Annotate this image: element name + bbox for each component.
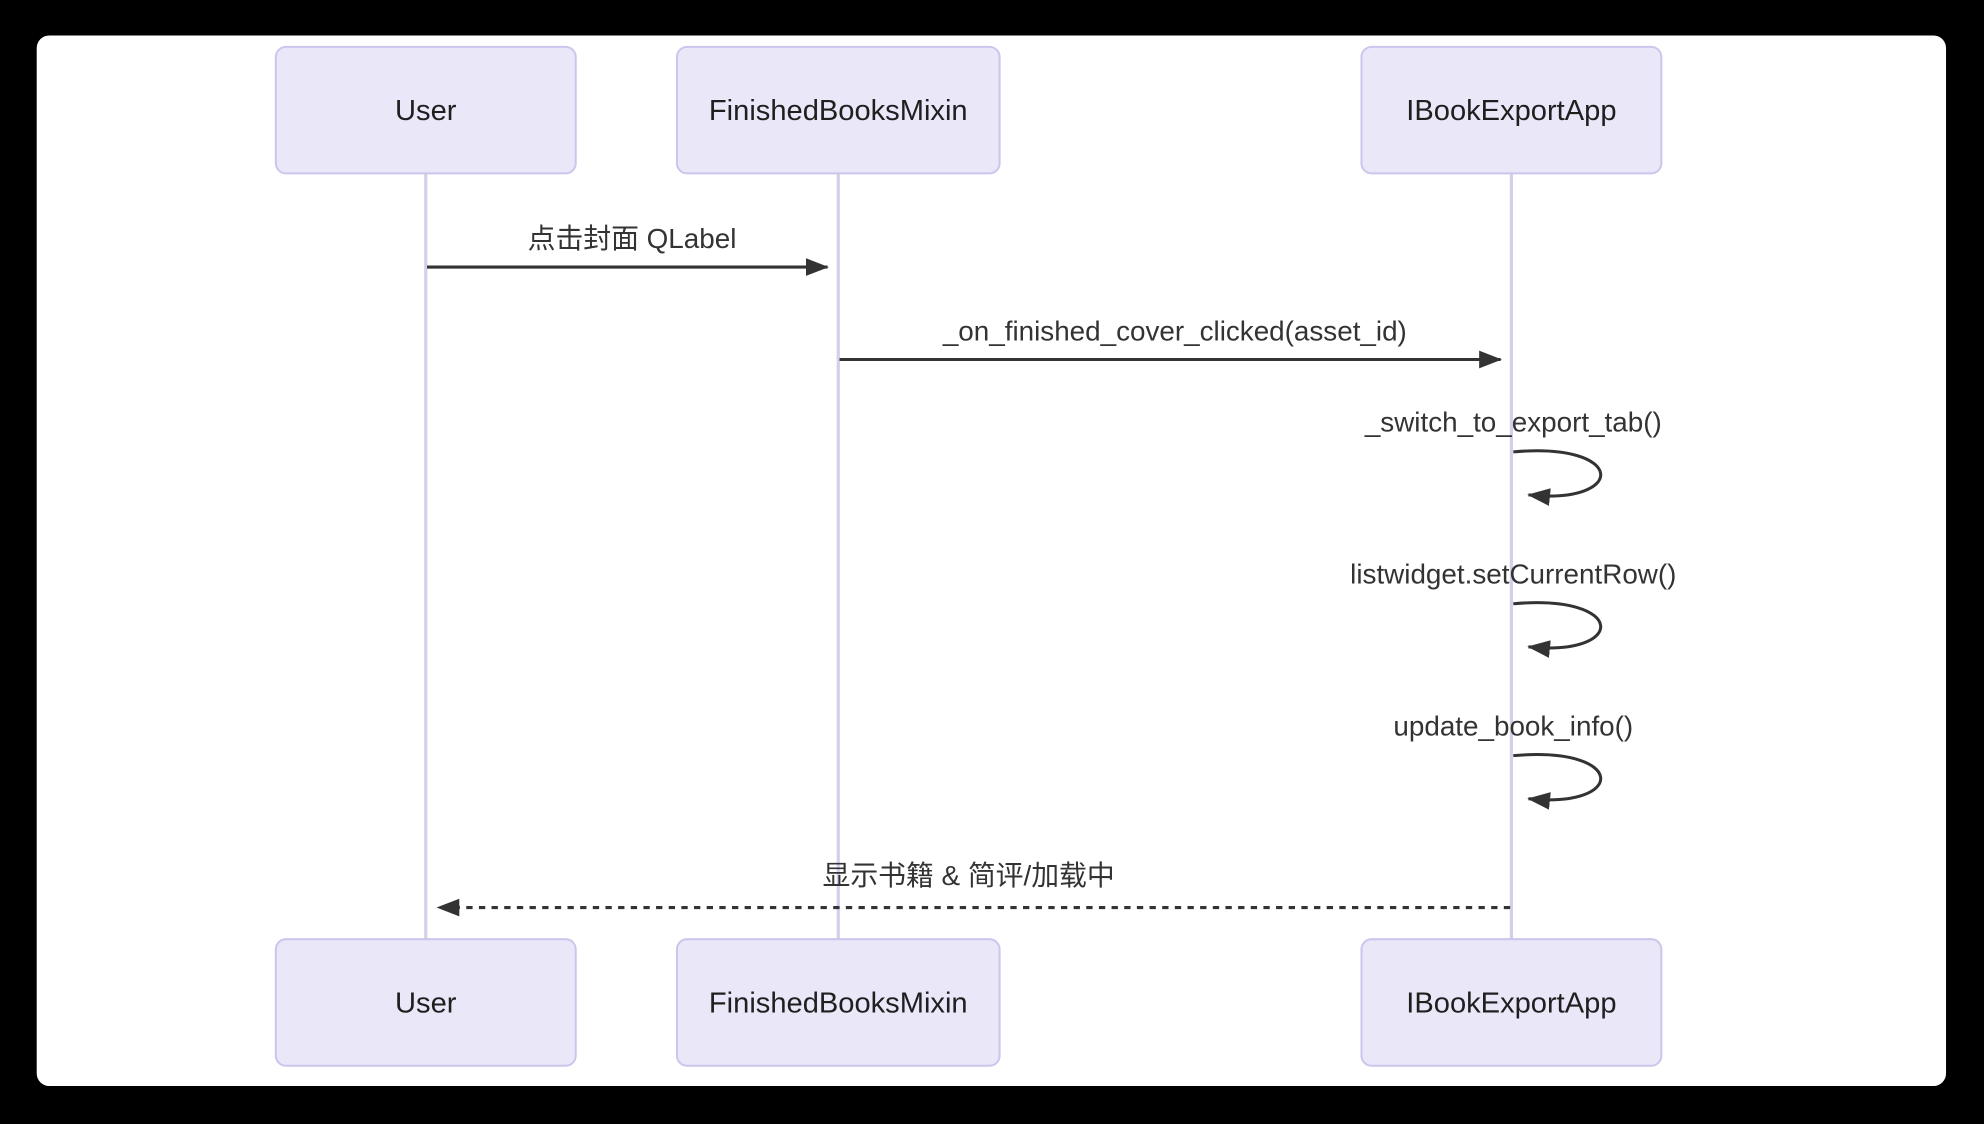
- participant-user-top-box: [274, 45, 577, 175]
- participant-user-bottom: User: [274, 938, 577, 1067]
- self-message-2-loop: [1513, 601, 1603, 658]
- participant-user-top-label: User: [395, 95, 457, 127]
- message-2-label: _on_finished_cover_clicked(asset_id): [942, 315, 1407, 346]
- participant-ibookexportapp-top-box: [1360, 45, 1663, 175]
- participant-ibookexportapp-bottom: IBookExportApp: [1360, 938, 1663, 1067]
- participant-user-bottom-label: User: [395, 988, 457, 1020]
- self-message-3-loop: [1513, 753, 1603, 810]
- participant-finishedbooksmixin-top: FinishedBooksMixin: [675, 45, 1001, 175]
- participant-finishedbooksmixin-bottom: FinishedBooksMixin: [675, 938, 1001, 1067]
- participant-finishedbooksmixin-top-label: FinishedBooksMixin: [709, 95, 968, 127]
- self-message-1-loop: [1513, 449, 1603, 506]
- return-message-label: 显示书籍 & 简评/加载中: [823, 860, 1115, 891]
- participant-ibookexportapp-bottom-label: IBookExportApp: [1406, 988, 1616, 1020]
- diagram-canvas: [36, 35, 1947, 1087]
- self-message-2-label: listwidget.setCurrentRow(): [1350, 559, 1676, 590]
- participant-user-bottom-box: [274, 938, 577, 1067]
- self-message-1-label: _switch_to_export_tab(): [1364, 407, 1662, 438]
- participant-finishedbooksmixin-bottom-box: [675, 938, 1001, 1067]
- participant-ibookexportapp-top-label: IBookExportApp: [1406, 95, 1616, 127]
- participant-finishedbooksmixin-bottom-label: FinishedBooksMixin: [709, 988, 968, 1020]
- participant-user-top: User: [274, 45, 577, 175]
- participant-ibookexportapp-bottom-box: [1360, 938, 1663, 1067]
- participant-finishedbooksmixin-top-box: [675, 45, 1001, 175]
- self-message-3-label: update_book_info(): [1393, 710, 1633, 741]
- message-1-label: 点击封面 QLabel: [528, 223, 737, 254]
- participant-ibookexportapp-top: IBookExportApp: [1360, 45, 1663, 175]
